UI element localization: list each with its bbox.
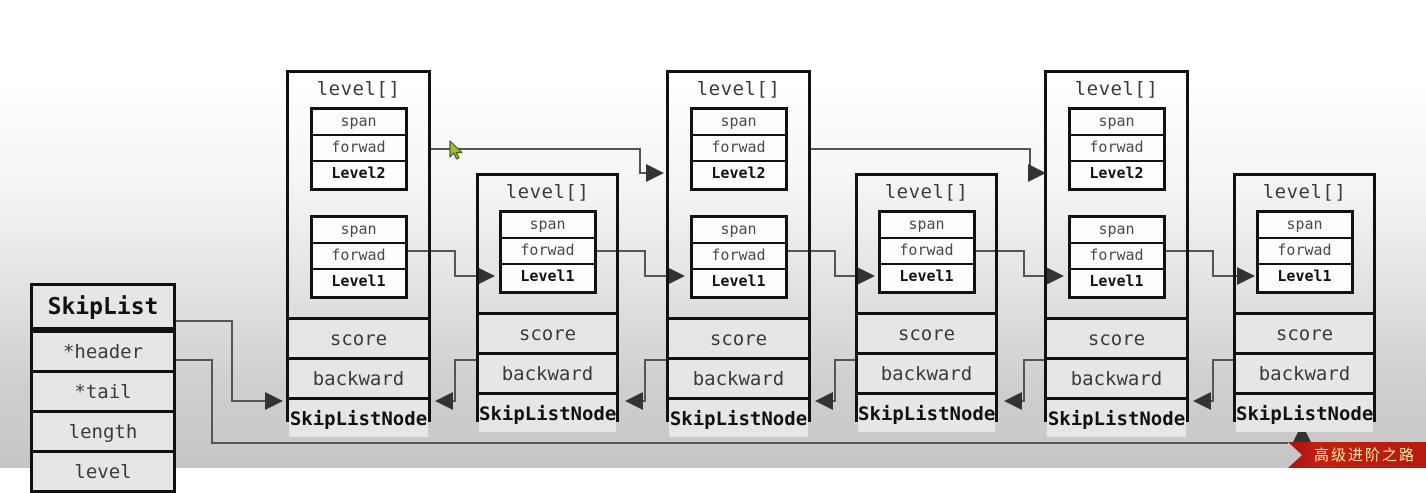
node-6-level1-span: span — [1258, 213, 1351, 239]
node-2-level1-forward: forwad — [501, 239, 594, 265]
node-1-level2-forward: forwad — [312, 136, 405, 162]
node-5-level1-label: Level1 — [1070, 270, 1163, 296]
node-1-title: SkipListNode — [289, 397, 428, 437]
node-2-level1-block: span forwad Level1 — [498, 210, 597, 294]
node-5-title: SkipListNode — [1047, 397, 1186, 437]
wire-bw-node2-node1 — [435, 359, 476, 410]
node-3-level2-forward: forwad — [692, 136, 785, 162]
wire-bw-node4-node3 — [815, 359, 855, 410]
node-3-level-array-label: level[] — [696, 78, 781, 100]
node-3-backward: backward — [669, 357, 808, 397]
wire-header-to-node1 — [176, 320, 283, 410]
node-2-level-array-label: level[] — [505, 181, 590, 203]
node-5-level-array-label: level[] — [1074, 78, 1159, 100]
node-5-score: score — [1047, 317, 1186, 357]
node-3-level1-forward: forwad — [692, 244, 785, 270]
node-4: level[] span forwad Level1 score backwar… — [855, 173, 998, 432]
node-5: level[] span forwad Level2 span forwad L… — [1044, 70, 1189, 437]
node-1-level2-block: span forwad Level2 — [309, 107, 408, 191]
node-2-title: SkipListNode — [479, 392, 616, 432]
skiplist-field-header: *header — [33, 330, 173, 370]
node-1-level1-span: span — [312, 218, 405, 244]
node-3: level[] span forwad Level2 span forwad L… — [666, 70, 811, 437]
node-1-level1-forward: forwad — [312, 244, 405, 270]
node-1-backward: backward — [289, 357, 428, 397]
node-5-level2-span: span — [1070, 110, 1163, 136]
node-3-level2-block: span forwad Level2 — [689, 107, 788, 191]
node-6-level1-block: span forwad Level1 — [1255, 210, 1354, 294]
node-1-level1-label: Level1 — [312, 270, 405, 296]
node-1-level1-block: span forwad Level1 — [309, 215, 408, 299]
node-6-backward: backward — [1236, 352, 1373, 392]
node-2-level1-span: span — [501, 213, 594, 239]
node-3-level2-label: Level2 — [692, 162, 785, 188]
node-5-level2-forward: forwad — [1070, 136, 1163, 162]
mouse-cursor-icon — [449, 140, 463, 160]
node-6-level1-forward: forwad — [1258, 239, 1351, 265]
node-6-level1-label: Level1 — [1258, 265, 1351, 291]
node-4-level1-label: Level1 — [880, 265, 973, 291]
skiplist-field-tail: *tail — [33, 370, 173, 410]
node-3-level1-span: span — [692, 218, 785, 244]
node-4-level1-span: span — [880, 213, 973, 239]
node-3-level2-span: span — [692, 110, 785, 136]
diagram-canvas: SkipList *header *tail length level leve… — [30, 70, 1426, 493]
node-5-level1-block: span forwad Level1 — [1067, 215, 1166, 299]
node-1-level-array-label: level[] — [316, 78, 401, 100]
node-5-level2-block: span forwad Level2 — [1067, 107, 1166, 191]
node-4-level1-forward: forwad — [880, 239, 973, 265]
node-1-level2-label: Level2 — [312, 162, 405, 188]
node-4-backward: backward — [858, 352, 995, 392]
wire-bw-node6-node5 — [1193, 359, 1233, 410]
wire-bw-node5-node4 — [1004, 359, 1044, 410]
node-6-level-array-label: level[] — [1262, 181, 1347, 203]
node-6: level[] span forwad Level1 score backwar… — [1233, 173, 1376, 432]
skiplist-field-length: length — [33, 410, 173, 450]
node-4-level-array-label: level[] — [884, 181, 969, 203]
node-5-level1-forward: forwad — [1070, 244, 1163, 270]
node-2-score: score — [479, 312, 616, 352]
node-3-level1-label: Level1 — [692, 270, 785, 296]
node-4-score: score — [858, 312, 995, 352]
node-5-level1-span: span — [1070, 218, 1163, 244]
node-2: level[] span forwad Level1 score backwar… — [476, 173, 619, 432]
node-5-level2-label: Level2 — [1070, 162, 1163, 188]
skiplist-field-level: level — [33, 450, 173, 490]
node-3-score: score — [669, 317, 808, 357]
node-4-title: SkipListNode — [858, 392, 995, 432]
wire-l2-node3-node5 — [810, 148, 1046, 182]
node-1: level[] span forwad Level2 span forwad L… — [286, 70, 431, 437]
node-3-level1-block: span forwad Level1 — [689, 215, 788, 299]
node-1-level2-span: span — [312, 110, 405, 136]
node-2-backward: backward — [479, 352, 616, 392]
node-1-score: score — [289, 317, 428, 357]
node-5-backward: backward — [1047, 357, 1186, 397]
node-4-level1-block: span forwad Level1 — [877, 210, 976, 294]
node-6-score: score — [1236, 312, 1373, 352]
node-2-level1-label: Level1 — [501, 265, 594, 291]
bottom-banner: 高级进阶之路 — [1287, 442, 1426, 468]
node-3-title: SkipListNode — [669, 397, 808, 437]
node-6-title: SkipListNode — [1236, 392, 1373, 432]
wire-bw-node3-node2 — [625, 359, 666, 410]
skiplist-struct-title: SkipList — [33, 286, 173, 330]
skiplist-struct-box: SkipList *header *tail length level — [30, 283, 176, 493]
